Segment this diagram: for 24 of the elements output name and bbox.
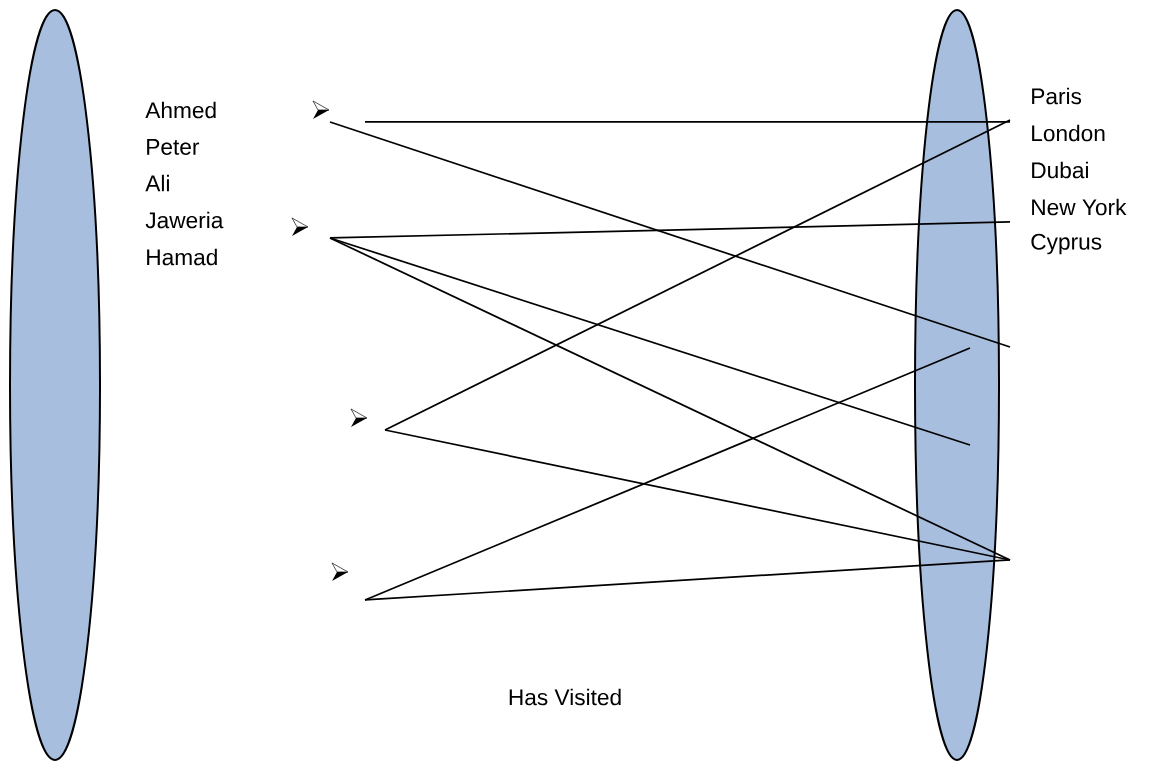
connector-line	[364, 559, 1011, 601]
label: Jaweria	[145, 211, 224, 229]
ellipse	[914, 9, 1000, 761]
connector-line	[364, 347, 971, 601]
label: Cyprus	[1031, 233, 1102, 255]
arrowhead-bullet	[291, 217, 309, 236]
connector-line	[384, 119, 1011, 431]
label: Dubai	[1032, 161, 1088, 179]
arrowhead-bullet	[312, 100, 330, 119]
connector-line	[364, 121, 1011, 123]
label: Peter	[147, 139, 200, 155]
label: London	[1032, 124, 1105, 142]
label: New York	[1032, 198, 1127, 216]
ellipse	[9, 9, 101, 761]
label: Hamad	[147, 248, 217, 266]
arrowhead-bullet	[350, 408, 368, 427]
connector-line	[329, 221, 1011, 239]
label: Has Visited	[509, 688, 621, 706]
label: Ahmed	[145, 101, 216, 119]
connector-line	[329, 121, 1011, 348]
label: Paris	[1032, 87, 1082, 105]
connector-line	[329, 237, 1011, 561]
arrowhead-bullet	[331, 562, 349, 581]
label: Ali	[145, 174, 169, 192]
